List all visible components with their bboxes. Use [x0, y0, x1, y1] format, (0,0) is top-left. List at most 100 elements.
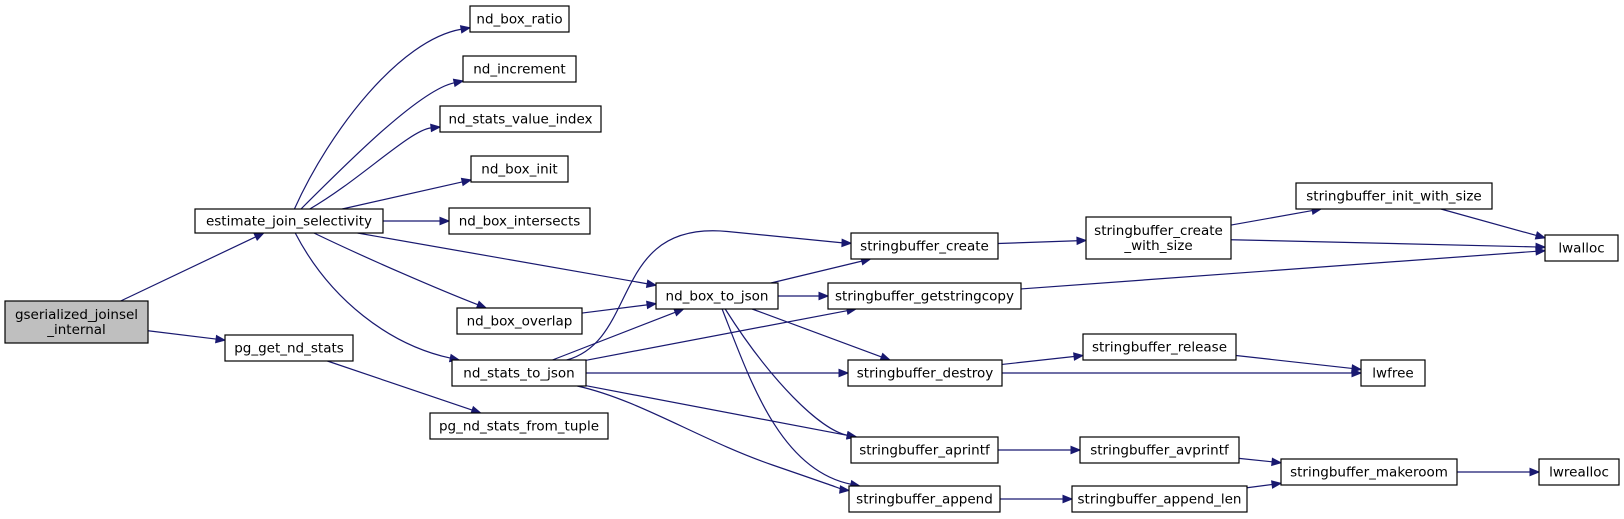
- edge-line: [120, 236, 256, 302]
- node-box: [451, 359, 587, 387]
- node-sbav[interactable]: stringbuffer_avprintf: [1079, 436, 1240, 464]
- node-label: nd_stats_to_json: [463, 366, 574, 382]
- node-nbtj[interactable]: nd_box_to_json: [655, 282, 779, 310]
- node-pgns[interactable]: pg_get_nd_stats: [224, 334, 354, 362]
- node-box: [448, 207, 591, 235]
- edge-gjs-to-pgns: [147, 330, 227, 344]
- arrowhead-icon: [1271, 480, 1283, 489]
- node-sbm[interactable]: stringbuffer_makeroom: [1280, 458, 1458, 486]
- arrowhead-icon: [1062, 494, 1074, 504]
- edge-line: [585, 310, 848, 361]
- node-label: pg_get_nd_stats: [234, 341, 344, 357]
- edge-line: [1246, 483, 1273, 489]
- node-box: [848, 485, 1001, 513]
- edge-sbm-to-lwr: [1457, 467, 1541, 477]
- node-label: lwrealloc: [1549, 465, 1609, 481]
- edge-line: [770, 260, 862, 284]
- edge-sbcw-to-lwa: [1230, 239, 1547, 252]
- node-box: [194, 208, 384, 234]
- edge-line: [309, 127, 432, 210]
- node-sbd[interactable]: stringbuffer_destroy: [847, 359, 1003, 387]
- arrowhead-icon: [475, 300, 488, 309]
- node-box: [1280, 458, 1458, 486]
- node-nbo[interactable]: nd_box_overlap: [456, 307, 583, 335]
- edge-sbc-to-sbcw: [997, 236, 1088, 246]
- node-label: pg_nd_stats_from_tuple: [439, 419, 599, 435]
- arrowhead-icon: [1271, 457, 1283, 467]
- edge-sbcw-to-sbiw: [1230, 206, 1323, 226]
- node-pnsf[interactable]: pg_nd_stats_from_tuple: [429, 412, 609, 440]
- arrowhead-icon: [459, 25, 472, 34]
- edge-nstj-to-sbap: [585, 385, 858, 440]
- node-label: stringbuffer_getstringcopy: [835, 289, 1014, 305]
- node-box: [1071, 485, 1248, 513]
- edge-ejs-to-nbx: [383, 216, 451, 226]
- edge-ejs-to-nbtj: [357, 232, 658, 288]
- node-gjs[interactable]: gserialized_joinsel_internal: [4, 300, 149, 344]
- node-label: _with_size: [1123, 238, 1192, 254]
- edge-line: [1235, 354, 1353, 370]
- node-sbc[interactable]: stringbuffer_create: [850, 232, 999, 260]
- edge-sbd-to-lwf: [1002, 368, 1363, 378]
- node-label: stringbuffer_release: [1092, 340, 1227, 356]
- edge-line: [342, 181, 463, 210]
- arrowhead-icon: [1529, 467, 1541, 477]
- node-nbr[interactable]: nd_box_ratio: [469, 5, 570, 33]
- node-lwf[interactable]: lwfree: [1360, 359, 1426, 387]
- edge-nbtj-to-sbgs: [778, 291, 830, 301]
- node-box: [850, 436, 999, 464]
- node-sbgs[interactable]: stringbuffer_getstringcopy: [827, 282, 1022, 310]
- node-sbcw[interactable]: stringbuffer_create_with_size: [1085, 216, 1232, 260]
- arrowhead-icon: [646, 300, 658, 310]
- edge-line: [566, 230, 844, 361]
- node-nsvi[interactable]: nd_stats_value_index: [439, 105, 602, 133]
- node-label: nd_box_overlap: [467, 314, 573, 330]
- node-nbi[interactable]: nd_box_init: [470, 155, 569, 183]
- arrowhead-icon: [253, 232, 265, 241]
- edge-ejs-to-nsvi: [309, 123, 442, 210]
- edge-line: [997, 240, 1078, 245]
- node-lwr[interactable]: lwrealloc: [1538, 458, 1620, 486]
- edge-line: [577, 385, 843, 491]
- node-box: [224, 334, 354, 362]
- node-ninc[interactable]: nd_increment: [462, 55, 577, 83]
- edge-ejs-to-nbi: [342, 177, 473, 210]
- node-nstj[interactable]: nd_stats_to_json: [451, 359, 587, 387]
- node-box: [1082, 333, 1237, 361]
- node-label: nd_box_intersects: [459, 214, 581, 230]
- node-sbap[interactable]: stringbuffer_aprintf: [850, 436, 999, 464]
- edge-line: [294, 232, 451, 359]
- edge-sbgs-to-lwa: [1020, 247, 1547, 290]
- node-label: _internal: [46, 322, 106, 338]
- node-nbx[interactable]: nd_box_intersects: [448, 207, 591, 235]
- node-box: [439, 105, 602, 133]
- edge-nstj-to-sbc: [566, 230, 853, 361]
- arrowhead-icon: [1534, 231, 1547, 240]
- node-label: lwalloc: [1558, 241, 1604, 257]
- node-lwa[interactable]: lwalloc: [1544, 234, 1619, 262]
- edge-line: [313, 232, 478, 306]
- node-box: [1085, 216, 1232, 260]
- edge-sbap-to-sbav: [998, 445, 1082, 455]
- arrowhead-icon: [673, 308, 685, 317]
- node-box: [850, 232, 999, 260]
- node-box: [429, 412, 609, 440]
- node-sbr[interactable]: stringbuffer_release: [1082, 333, 1237, 361]
- node-sbal[interactable]: stringbuffer_append_len: [1071, 485, 1248, 513]
- node-sba[interactable]: stringbuffer_append: [848, 485, 1001, 513]
- edge-line: [1230, 239, 1537, 248]
- arrowhead-icon: [430, 123, 442, 133]
- arrowhead-icon: [1535, 247, 1547, 256]
- node-box: [462, 55, 577, 83]
- arrowhead-icon: [838, 368, 850, 378]
- node-label: nd_box_ratio: [476, 12, 562, 28]
- edge-line: [751, 308, 882, 358]
- arrowhead-icon: [1351, 364, 1363, 373]
- arrowhead-icon: [1070, 445, 1082, 455]
- node-ejs[interactable]: estimate_join_selectivity: [194, 208, 384, 234]
- edge-pgns-to-pnsf: [327, 360, 482, 415]
- node-box: [1544, 234, 1619, 262]
- node-box: [1079, 436, 1240, 464]
- arrowhead-icon: [879, 352, 892, 361]
- node-sbiw[interactable]: stringbuffer_init_with_size: [1295, 182, 1493, 210]
